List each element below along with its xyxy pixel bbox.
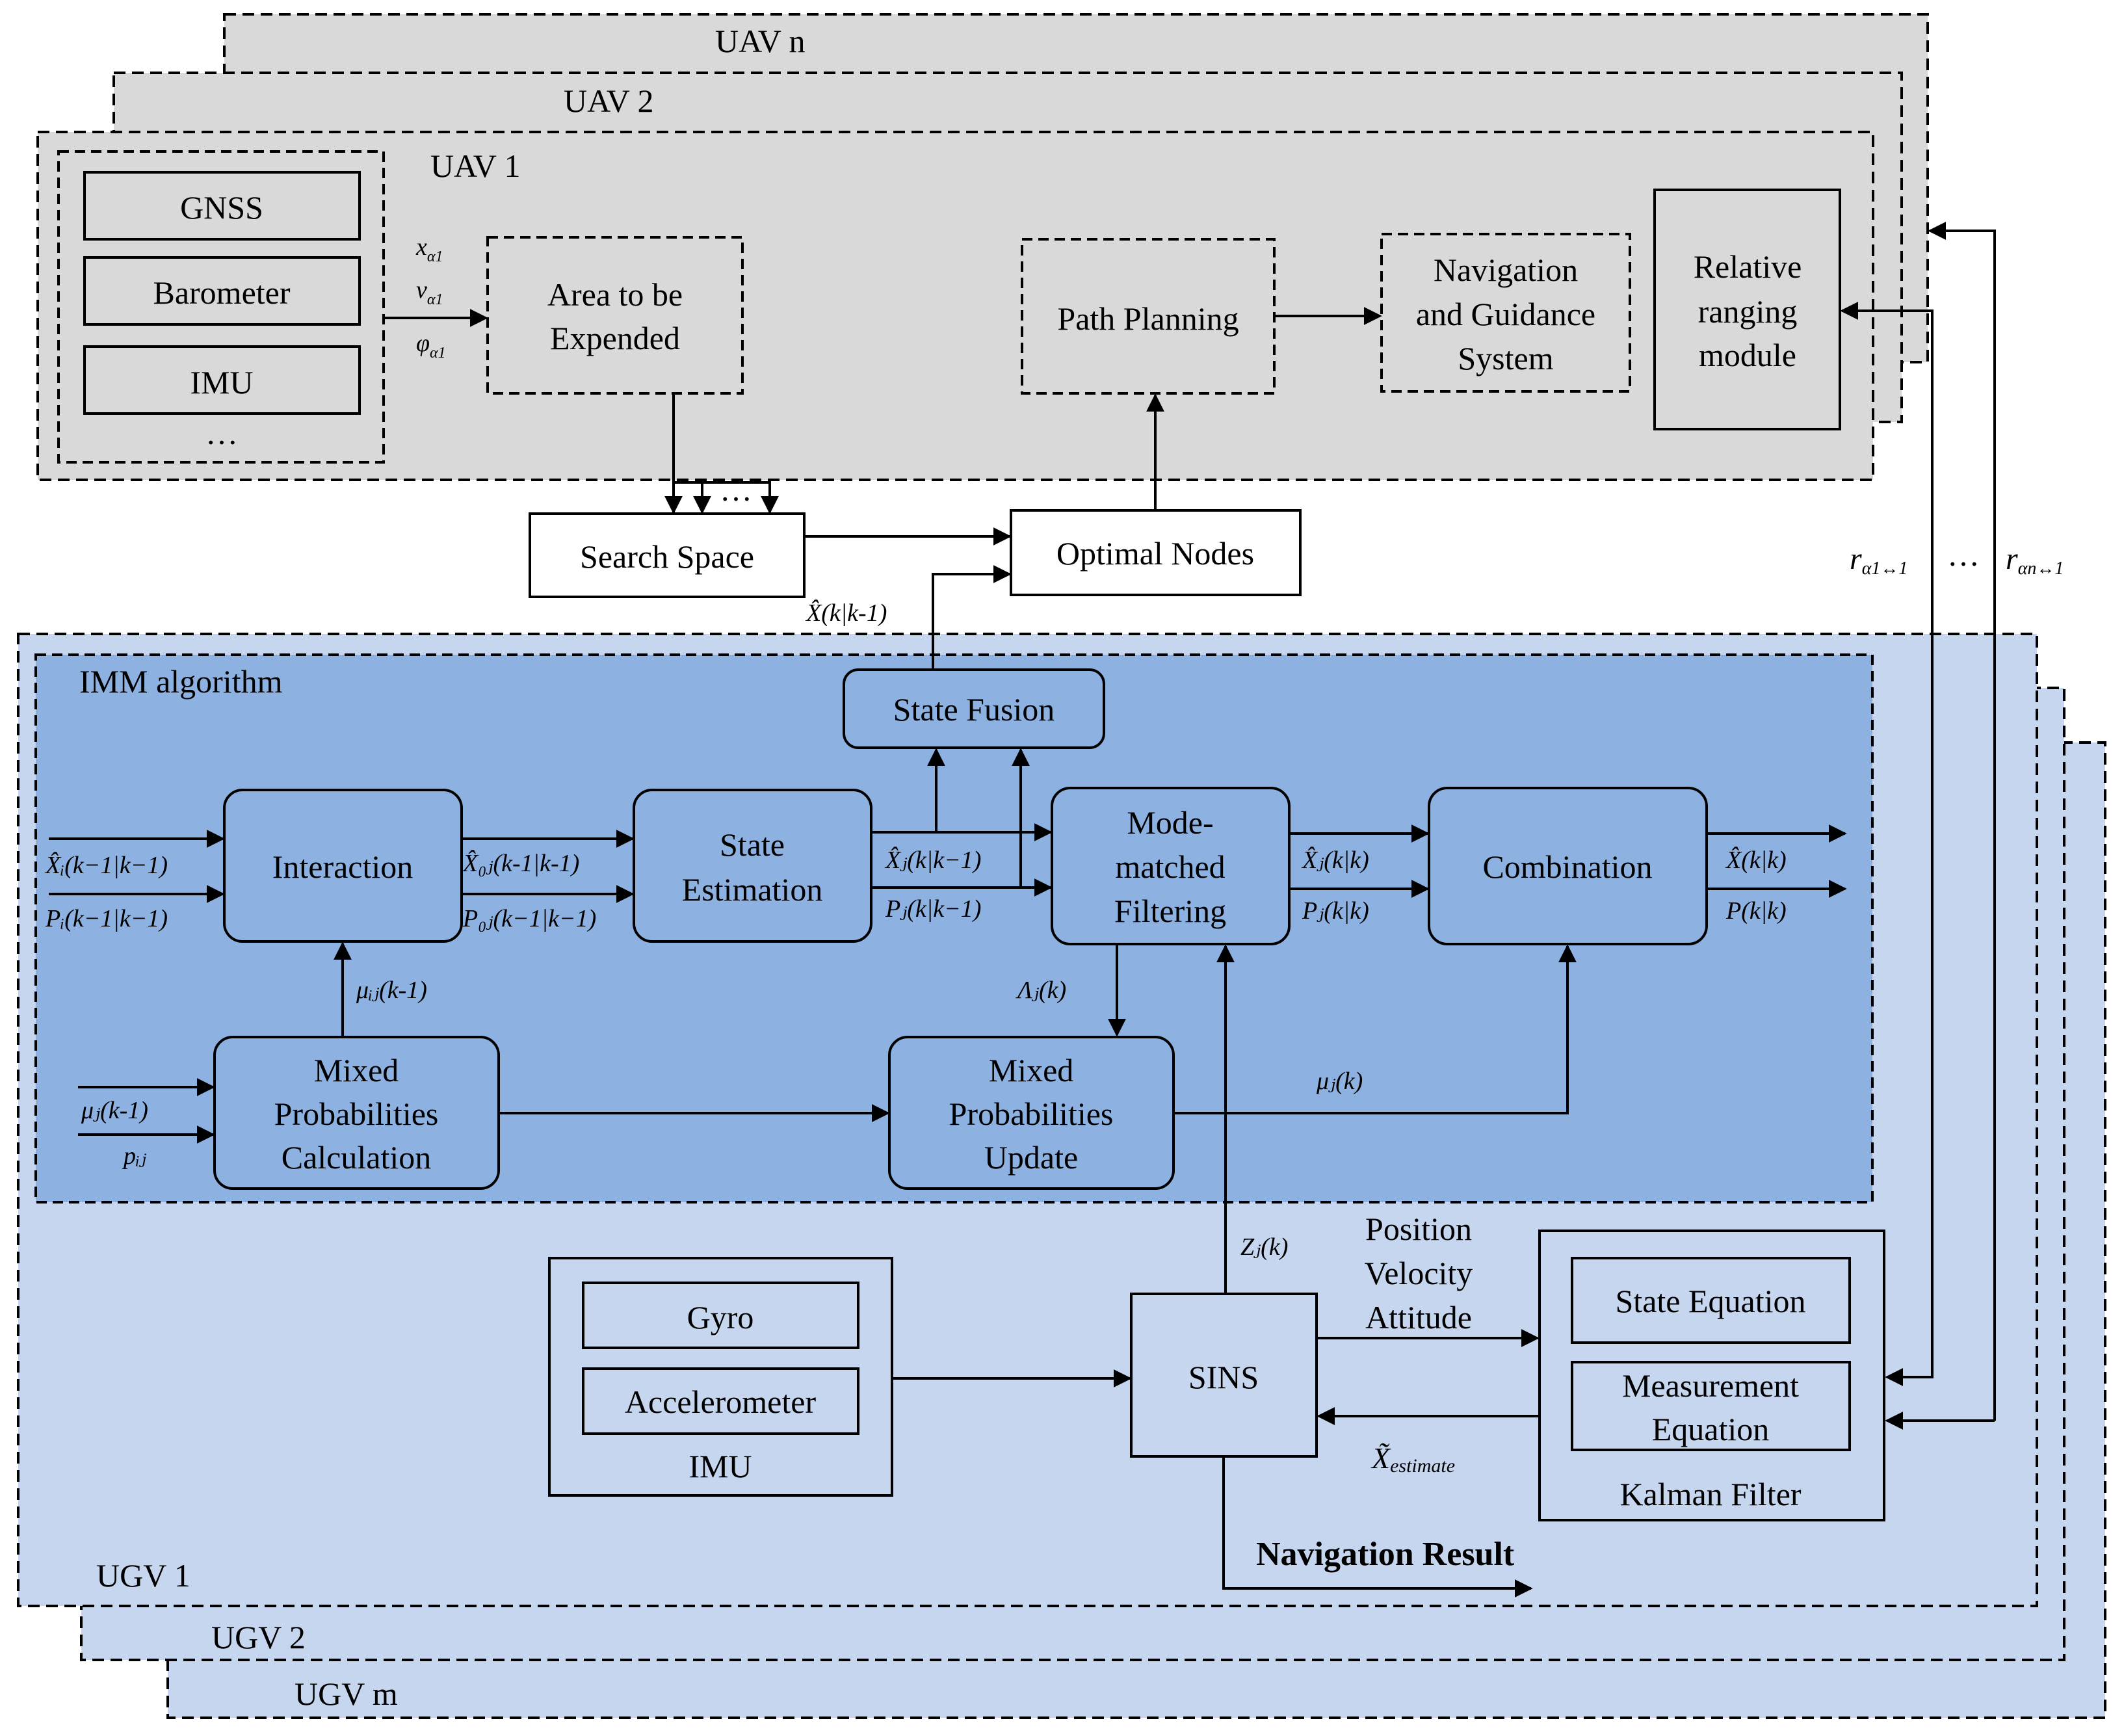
pj-pred-label: Pⱼ(k|k−1): [885, 895, 981, 923]
nav-label-2: and Guidance: [1416, 296, 1595, 332]
mode-label-3: Filtering: [1114, 893, 1226, 929]
p-ij-input-label: pᵢⱼ: [122, 1142, 146, 1170]
nav-result-arrow: [1222, 1456, 1533, 1598]
meas-label-2: Equation: [1652, 1411, 1770, 1447]
mpc-label-1: Mixed: [314, 1052, 399, 1088]
nav-guidance-block: [1380, 233, 1631, 393]
nav-label-1: Navigation: [1434, 252, 1578, 288]
uav-imu-label: IMU: [190, 364, 253, 401]
mpu-label-2: Probabilities: [949, 1096, 1114, 1132]
rn-label: rαn↔1: [2006, 542, 2064, 579]
optimal-nodes-label: Optimal Nodes: [1056, 535, 1254, 572]
input-phi: φα1: [416, 330, 446, 362]
uav-n-label: UAV n: [715, 23, 805, 59]
accelerometer-block: [582, 1367, 859, 1435]
sensor-ellipsis: …: [205, 415, 238, 451]
state-est-label-2: Estimation: [682, 871, 823, 908]
pva-label-1: Position: [1365, 1211, 1472, 1247]
pj-filt-label: Pⱼ(k|k): [1302, 897, 1369, 925]
kalman-filter-label: Kalman Filter: [1619, 1476, 1801, 1512]
ranging-label-2: ranging: [1698, 293, 1798, 330]
input-x: xα1: [415, 233, 443, 265]
gyro-block: [582, 1282, 859, 1349]
path-planning-label: Path Planning: [1057, 300, 1239, 337]
sins-label: SINS: [1188, 1359, 1259, 1395]
gnss-block: [83, 171, 361, 241]
mode-label-1: Mode-: [1127, 804, 1213, 841]
r1-label: rα1↔1: [1850, 542, 1908, 579]
sins-block: [1130, 1293, 1318, 1458]
ugv-m-label: UGV m: [295, 1676, 398, 1712]
path-planning-block: [1021, 238, 1276, 395]
ugv-1-label: UGV 1: [96, 1557, 190, 1594]
z-j-label: Zⱼ(k): [1240, 1233, 1288, 1261]
combination-block: [1428, 787, 1708, 945]
mu-j-input-label: μⱼ(k-1): [81, 1097, 148, 1124]
xi-input-label: X̂ᵢ(k−1|k−1): [44, 852, 168, 879]
mu-j-label: μⱼ(k): [1316, 1068, 1363, 1095]
mpc-label-3: Calculation: [282, 1139, 432, 1176]
state-fusion-block: [843, 668, 1105, 749]
mpu-label-1: Mixed: [989, 1052, 1074, 1088]
uav-2-label: UAV 2: [564, 83, 653, 119]
mode-matched-block: [1051, 787, 1291, 945]
state-equation-block: [1571, 1257, 1851, 1344]
state-estimation-block: [633, 789, 872, 943]
area-label-1: Area to be: [547, 276, 683, 313]
search-space-label: Search Space: [580, 538, 754, 575]
input-v: vα1: [416, 276, 443, 308]
pi-input-label: Pᵢ(k−1|k−1): [45, 905, 168, 932]
mu-ij-label: μᵢⱼ(k-1): [356, 977, 427, 1004]
p0j-label: P₀ⱼ(k−1|k−1): [462, 905, 596, 932]
xj-pred-label: X̂ⱼ(k|k−1): [884, 847, 981, 874]
ranging-rn-line: [1928, 222, 1996, 1421]
optimal-nodes-block: [1010, 509, 1302, 596]
meas-label-1: Measurement: [1622, 1367, 1799, 1404]
accelerometer-label: Accelerometer: [625, 1384, 817, 1420]
area-label-2: Expended: [550, 320, 680, 356]
state-est-label-1: State: [720, 826, 785, 863]
mpu-to-combination-arrow: [1173, 944, 1577, 1114]
search-branch-ellipsis: …: [720, 471, 752, 508]
x-out-label: X̂(k|k): [1725, 847, 1787, 874]
x-estimate-label: X̃estimate: [1370, 1441, 1455, 1477]
ugv-2-label: UGV 2: [211, 1619, 306, 1655]
ranging-label-1: Relative: [1694, 248, 1802, 285]
x-pred-label: X̂(k|k-1): [805, 599, 887, 627]
interaction-block: [223, 789, 463, 943]
search-space-block: [529, 512, 806, 598]
p-out-label: P(k|k): [1725, 897, 1787, 925]
pva-label-3: Attitude: [1365, 1299, 1472, 1335]
nav-result-label: Navigation Result: [1256, 1536, 1515, 1573]
ranging-block: [1653, 189, 1841, 430]
uav-imu-block: [83, 345, 361, 415]
measurement-equation-block: [1571, 1361, 1851, 1451]
nav-label-3: System: [1458, 340, 1553, 376]
gnss-label: GNSS: [180, 189, 263, 226]
ranging-label-3: module: [1699, 337, 1796, 373]
mpc-label-2: Probabilities: [274, 1096, 439, 1132]
state-equation-label: State Equation: [1616, 1283, 1806, 1319]
uav-1-label: UAV 1: [430, 148, 520, 184]
pva-label-2: Velocity: [1365, 1255, 1473, 1291]
mode-label-2: matched: [1115, 848, 1225, 885]
gyro-label: Gyro: [687, 1299, 754, 1335]
interaction-label: Interaction: [272, 848, 413, 885]
area-block: [486, 236, 744, 395]
x0j-label: X̂₀ⱼ(k-1|k-1): [462, 850, 579, 877]
ugv-imu-label: IMU: [688, 1448, 752, 1484]
imm-title: IMM algorithm: [79, 663, 283, 700]
xj-filt-label: X̂ⱼ(k|k): [1301, 847, 1369, 874]
state-fusion-label: State Fusion: [893, 691, 1055, 728]
combination-label: Combination: [1482, 848, 1652, 885]
lambda-j-label: Λⱼ(k): [1016, 977, 1066, 1004]
mpu-label-3: Update: [984, 1139, 1078, 1176]
fusion-to-optimal-arrow: [932, 565, 1012, 670]
barometer-label: Barometer: [153, 274, 290, 311]
r-ellipsis: …: [1947, 536, 1980, 573]
barometer-block: [83, 256, 361, 326]
